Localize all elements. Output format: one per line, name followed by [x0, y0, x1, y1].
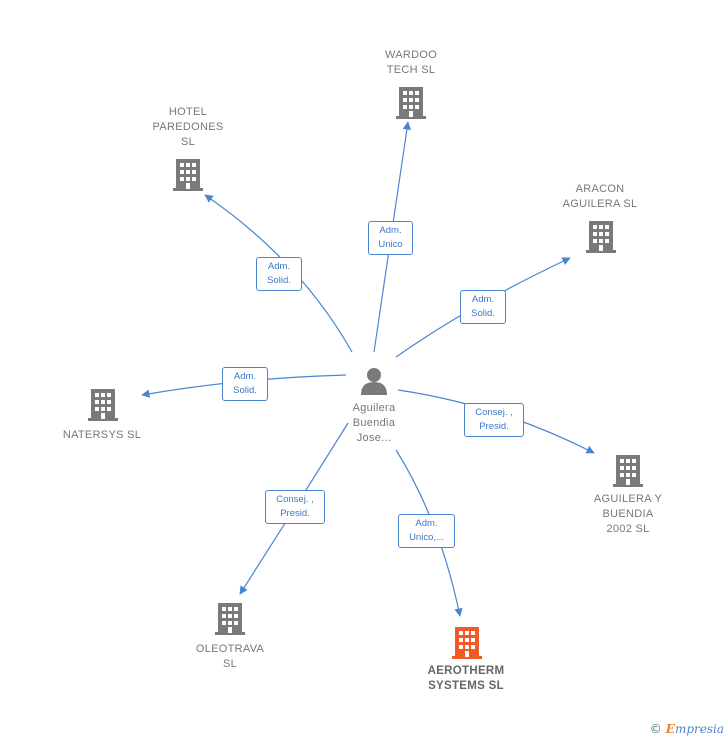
company-label: NATERSYS SL: [62, 429, 142, 441]
company-label: WARDOO TECH SL: [384, 49, 438, 76]
building-icon: [586, 221, 616, 253]
building-icon: [88, 389, 118, 421]
building-icon: [396, 87, 426, 119]
company-aguilera2002[interactable]: AGUILERA Y BUENDIA 2002 SL: [586, 452, 670, 540]
company-oleotrava[interactable]: OLEOTRAVA SL: [190, 600, 270, 674]
company-natersys[interactable]: NATERSYS SL: [56, 386, 148, 444]
person-label: Aguilera Buendia Jose...: [352, 402, 396, 444]
company-label: ARACON AGUILERA SL: [562, 183, 638, 210]
role-box-aerotherm[interactable]: Adm. Unico,...: [398, 514, 455, 548]
company-label: HOTEL PAREDONES SL: [152, 106, 224, 148]
brand-name: mpresia: [674, 722, 724, 736]
company-label: OLEOTRAVA SL: [195, 643, 265, 670]
role-box-aracon[interactable]: Adm. Solid.: [460, 290, 506, 324]
person-icon: [361, 368, 387, 395]
person-node[interactable]: Aguilera Buendia Jose...: [344, 365, 404, 450]
role-box-natersys[interactable]: Adm. Solid.: [222, 367, 268, 401]
watermark: ©Empresia: [650, 722, 724, 736]
building-icon: [452, 627, 482, 659]
role-box-hotel[interactable]: Adm. Solid.: [256, 257, 302, 291]
company-hotel[interactable]: HOTEL PAREDONES SL: [146, 105, 230, 193]
building-icon: [173, 159, 203, 191]
role-box-wardoo[interactable]: Adm. Unico: [368, 221, 413, 255]
company-label: AEROTHERM SYSTEMS SL: [427, 665, 505, 692]
company-aracon[interactable]: ARACON AGUILERA SL: [554, 182, 646, 256]
company-label: AGUILERA Y BUENDIA 2002 SL: [593, 493, 663, 535]
company-wardoo[interactable]: WARDOO TECH SL: [371, 48, 451, 122]
building-icon: [215, 603, 245, 635]
building-icon: [613, 455, 643, 487]
role-box-oleotrava[interactable]: Consej. , Presid.: [265, 490, 325, 524]
company-aerotherm[interactable]: AEROTHERM SYSTEMS SL: [416, 624, 516, 698]
copyright-icon: ©: [649, 722, 662, 736]
brand-initial: E: [665, 722, 675, 736]
role-box-aguilera2002[interactable]: Consej. , Presid.: [464, 403, 524, 437]
